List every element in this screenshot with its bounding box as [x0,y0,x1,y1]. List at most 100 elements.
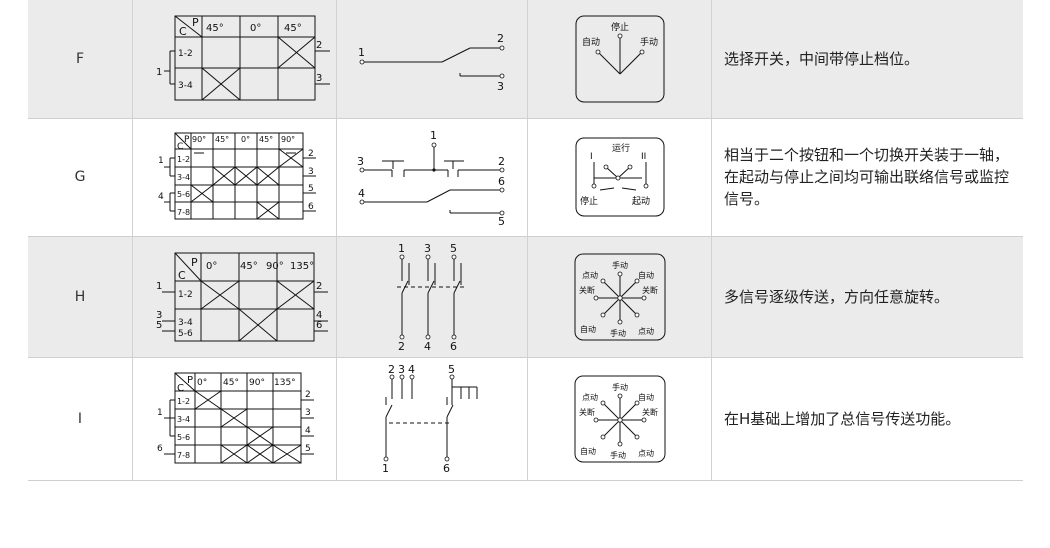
dial-label: 点动 [638,448,654,458]
dial-label: 手动 [640,36,658,48]
terminal-number: 5 [448,363,455,376]
description: 多信号逐级传送，方向任意旋转。 [711,236,1023,358]
dial-label: 点动 [638,326,654,336]
table-row: I [28,357,1023,481]
corner-p: P [187,375,193,386]
corner-p: P [191,256,198,269]
dial-label: 自动 [580,324,596,334]
terminal-number: 2 [498,155,505,168]
contact-range: 7-8 [177,451,190,460]
type-code: H [28,236,133,358]
terminal-number: 6 [498,175,505,188]
handle-position-dial: 停止 自动 手动 [527,0,712,119]
dial-label: II [641,152,646,162]
table-row: H [28,236,1023,358]
dial-label: 手动 [612,260,628,270]
switch-spec-table: F [28,0,1023,481]
table-row: F [28,0,1023,119]
dial-label: 起动 [632,196,650,207]
terminal-number: 5 [305,444,311,454]
terminal-number: 1 [430,129,437,142]
terminal-number: 4 [408,363,415,376]
angle-label: 45° [240,261,258,272]
terminal-number: 1 [157,408,163,418]
corner-c: C [177,383,184,394]
angle-label: 45° [259,135,273,144]
terminal-number: 1 [382,462,389,475]
contact-diagram: 1 2 3 [336,0,528,119]
terminal-number: 3 [424,242,431,255]
contact-range: 1-2 [177,397,190,406]
terminal-number: 3 [308,167,314,177]
terminal-number: 6 [157,444,163,454]
type-code: I [28,357,133,481]
contact-range: 1-2 [178,290,193,300]
dial-label: 手动 [610,450,626,460]
contact-range: 1-2 [177,155,190,164]
terminal-number: 4 [358,187,365,200]
angle-label: 0° [241,135,250,144]
description: 在H基础上增加了总信号传送功能。 [711,357,1023,481]
corner-c: C [179,25,187,38]
terminal-number: 1 [156,281,162,292]
terminal-number: 3 [357,155,364,168]
contact-range: 3-4 [178,318,193,328]
terminal-number: 5 [156,320,162,331]
terminal-number: 4 [305,426,311,436]
angle-label: 0° [206,261,217,272]
angle-label: 45° [223,378,239,388]
terminal-number: 3 [398,363,405,376]
terminal-number: 4 [158,192,164,202]
description-text: 在H基础上增加了总信号传送功能。 [724,409,961,428]
handle-position-dial: 手动 点动 自动 关断 关断 自动 手动 点动 [527,236,712,358]
contact-range: 5-6 [177,190,190,199]
contact-range: 7-8 [177,208,190,217]
terminal-number: 1 [398,242,405,255]
angle-label: 45° [284,23,302,34]
terminal-number: 3 [497,80,504,93]
terminal-number: 3 [316,73,322,84]
terminal-number: 6 [450,340,457,353]
terminal-number: 2 [308,149,314,159]
terminal-number: 2 [497,32,504,45]
description: 选择开关，中间带停止档位。 [711,0,1023,119]
corner-c: C [177,142,183,152]
angle-label: 45° [215,135,229,144]
contact-range: 3-4 [177,173,190,182]
terminal-number: 2 [316,40,322,51]
wiring-table-diagram: P C 0° 45° 90° 135° 1-2 3-4 5-6 7-8 2 3 … [132,357,337,481]
terminal-number: 2 [316,281,322,292]
wiring-table-diagram: P C 90° 45° 0° 45° 90° 1-2 3-4 5-6 7-8 1… [132,118,337,237]
contact-diagram: 1 3 5 2 4 6 [336,236,528,358]
dial-label: 关断 [642,285,658,295]
angle-label: 90° [192,135,206,144]
terminal-number: 4 [424,340,431,353]
description-text: 相当于二个按钮和一个切换开关装于一轴，在起动与停止之间均可输出联络信号或监控信号… [724,146,1010,208]
angle-label: 90° [266,261,284,272]
dial-label: 自动 [638,270,654,280]
dial-label: 关断 [642,407,658,417]
terminal-number: 1 [156,67,162,78]
angle-label: 135° [274,378,296,388]
dial-label: 手动 [612,382,628,392]
dial-label: 停止 [611,21,629,33]
terminal-number: 2 [388,363,395,376]
angle-label: 0° [250,23,261,34]
contact-range: 1-2 [178,49,193,59]
dial-label: 停止 [580,195,598,207]
terminal-number: 5 [498,215,505,228]
wiring-table-diagram: P C 45° 0° 45° 1-2 3-4 1 2 3 [132,0,337,119]
dial-label: 关断 [579,285,595,295]
terminal-number: 3 [305,408,311,418]
handle-position-dial: 手动 点动 自动 关断 关断 自动 手动 点动 [527,357,712,481]
corner-p: P [184,135,190,145]
dial-label: I [590,152,593,162]
dial-label: 手动 [610,328,626,338]
corner-c: C [178,269,186,282]
contact-range: 3-4 [177,415,190,424]
description-text: 选择开关，中间带停止档位。 [724,49,920,68]
dial-label: 关断 [579,407,595,417]
angle-label: 135° [290,261,314,272]
terminal-number: 6 [443,462,450,475]
dial-label: 自动 [582,36,600,48]
